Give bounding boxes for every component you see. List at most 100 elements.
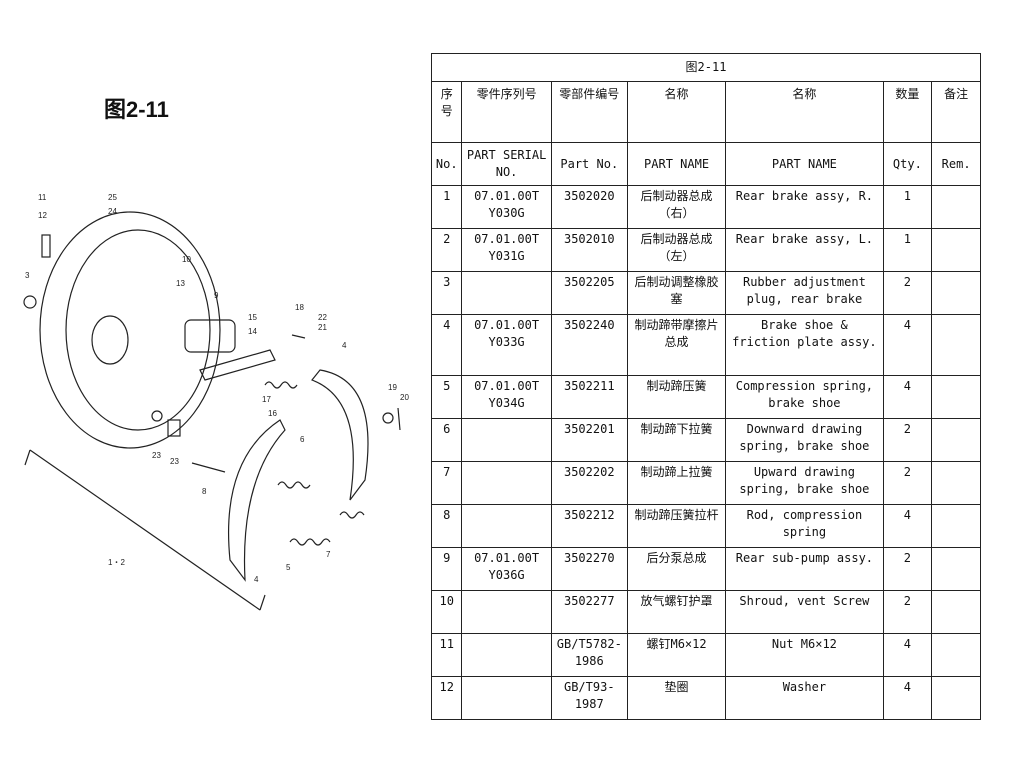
cell-cn: 制动蹄压簧拉杆 <box>626 504 727 548</box>
cell-qty: 2 <box>882 547 933 591</box>
header-cn-0: 序号 <box>430 81 463 143</box>
cell-rem <box>931 676 981 720</box>
adjuster-lever <box>199 349 276 381</box>
cell-qty: 2 <box>882 461 933 505</box>
callout-label: 13 <box>176 279 185 288</box>
figure-title: 图2-11 <box>104 97 169 122</box>
callout-label: 22 <box>318 313 327 322</box>
callout-label: 7 <box>326 550 331 559</box>
spring-7b <box>339 511 365 519</box>
hub-center <box>91 315 129 365</box>
cell-cn: 制动蹄上拉簧 <box>626 461 727 505</box>
cell-rem <box>931 590 981 634</box>
cell-serial <box>461 590 552 634</box>
spring-7 <box>289 538 331 546</box>
cell-qty: 1 <box>882 228 933 272</box>
callout-label: 24 <box>108 207 117 216</box>
cell-no: 2 <box>430 228 463 272</box>
cell-qty: 1 <box>882 185 933 229</box>
cell-cn: 制动蹄带摩擦片总成 <box>626 314 727 376</box>
cell-en: Upward drawing spring, brake shoe <box>725 461 884 505</box>
cell-rem <box>931 504 981 548</box>
callout-label: 15 <box>248 313 257 322</box>
brake-shoe-lower <box>227 419 286 582</box>
callout-label: 14 <box>248 327 257 336</box>
callout-label: 8 <box>202 487 207 496</box>
callout-label: 20 <box>400 393 409 402</box>
cell-cn: 制动蹄压簧 <box>626 375 727 419</box>
brake-shoe-right <box>311 369 369 501</box>
cell-part: GB/T93-1987 <box>550 676 628 720</box>
bolt-12 <box>41 234 51 258</box>
callout-label: 1・2 <box>108 558 125 567</box>
nut-3 <box>23 295 37 309</box>
callout-label: 19 <box>388 383 397 392</box>
cell-part: 3502201 <box>550 418 628 462</box>
washer-19 <box>382 412 394 424</box>
cell-part: 3502010 <box>550 228 628 272</box>
cell-rem <box>931 547 981 591</box>
cell-en: Shroud, vent Screw <box>725 590 884 634</box>
cell-serial: 07.01.00T Y036G <box>461 547 552 591</box>
cell-qty: 4 <box>882 504 933 548</box>
cell-serial: 07.01.00T Y031G <box>461 228 552 272</box>
cell-serial: 07.01.00T Y033G <box>461 314 552 376</box>
cell-cn: 垫圈 <box>626 676 727 720</box>
header-cn-6: 备注 <box>931 81 981 143</box>
cell-serial <box>461 504 552 548</box>
header-cn-4: 名称 <box>725 81 884 143</box>
cell-no: 11 <box>430 633 463 677</box>
cell-en: Rear sub-pump assy. <box>725 547 884 591</box>
cell-rem <box>931 228 981 272</box>
cell-qty: 2 <box>882 590 933 634</box>
cell-no: 1 <box>430 185 463 229</box>
cell-no: 5 <box>430 375 463 419</box>
cell-qty: 4 <box>882 314 933 376</box>
cell-no: 9 <box>430 547 463 591</box>
cell-en: Rod, compression spring <box>725 504 884 548</box>
callout-label: 16 <box>268 409 277 418</box>
cell-rem <box>931 271 981 315</box>
cell-rem <box>931 185 981 229</box>
cell-qty: 4 <box>882 375 933 419</box>
header-en-4: PART NAME <box>725 142 884 186</box>
header-cn-1: 零件序列号 <box>461 81 552 143</box>
cell-rem <box>931 375 981 419</box>
callout-label: 4 <box>342 341 347 350</box>
pin-20 <box>397 407 401 431</box>
cell-no: 8 <box>430 504 463 548</box>
callout-label: 3 <box>25 271 30 280</box>
cell-no: 12 <box>430 676 463 720</box>
header-cn-3: 名称 <box>626 81 727 143</box>
header-en-5: Qty. <box>882 142 933 186</box>
cell-serial: 07.01.00T Y030G <box>461 185 552 229</box>
cell-en: Rear brake assy, L. <box>725 228 884 272</box>
callout-label: 21 <box>318 323 327 332</box>
callout-label: 23 <box>170 457 179 466</box>
cell-cn: 后制动器总成（右） <box>626 185 727 229</box>
cell-serial <box>461 633 552 677</box>
parts-table: 图2-11 序号零件序列号零部件编号名称名称数量备注 No.PART SERIA… <box>430 53 981 720</box>
header-en-0: No. <box>430 142 463 186</box>
cell-qty: 2 <box>882 271 933 315</box>
cell-serial: 07.01.00T Y034G <box>461 375 552 419</box>
cell-part: 3502211 <box>550 375 628 419</box>
spring-6 <box>277 481 311 489</box>
bracket-1-2 <box>24 449 266 611</box>
cell-en: Compression spring, brake shoe <box>725 375 884 419</box>
backing-plate-inner <box>65 229 211 431</box>
cell-en: Nut M6×12 <box>725 633 884 677</box>
rod-8 <box>191 462 226 473</box>
cell-rem <box>931 314 981 376</box>
brake-exploded-diagram: 1112325241013915141822214192017162323684… <box>23 193 409 611</box>
callout-label: 10 <box>182 255 191 264</box>
cell-part: 3502277 <box>550 590 628 634</box>
callout-label: 12 <box>38 211 47 220</box>
